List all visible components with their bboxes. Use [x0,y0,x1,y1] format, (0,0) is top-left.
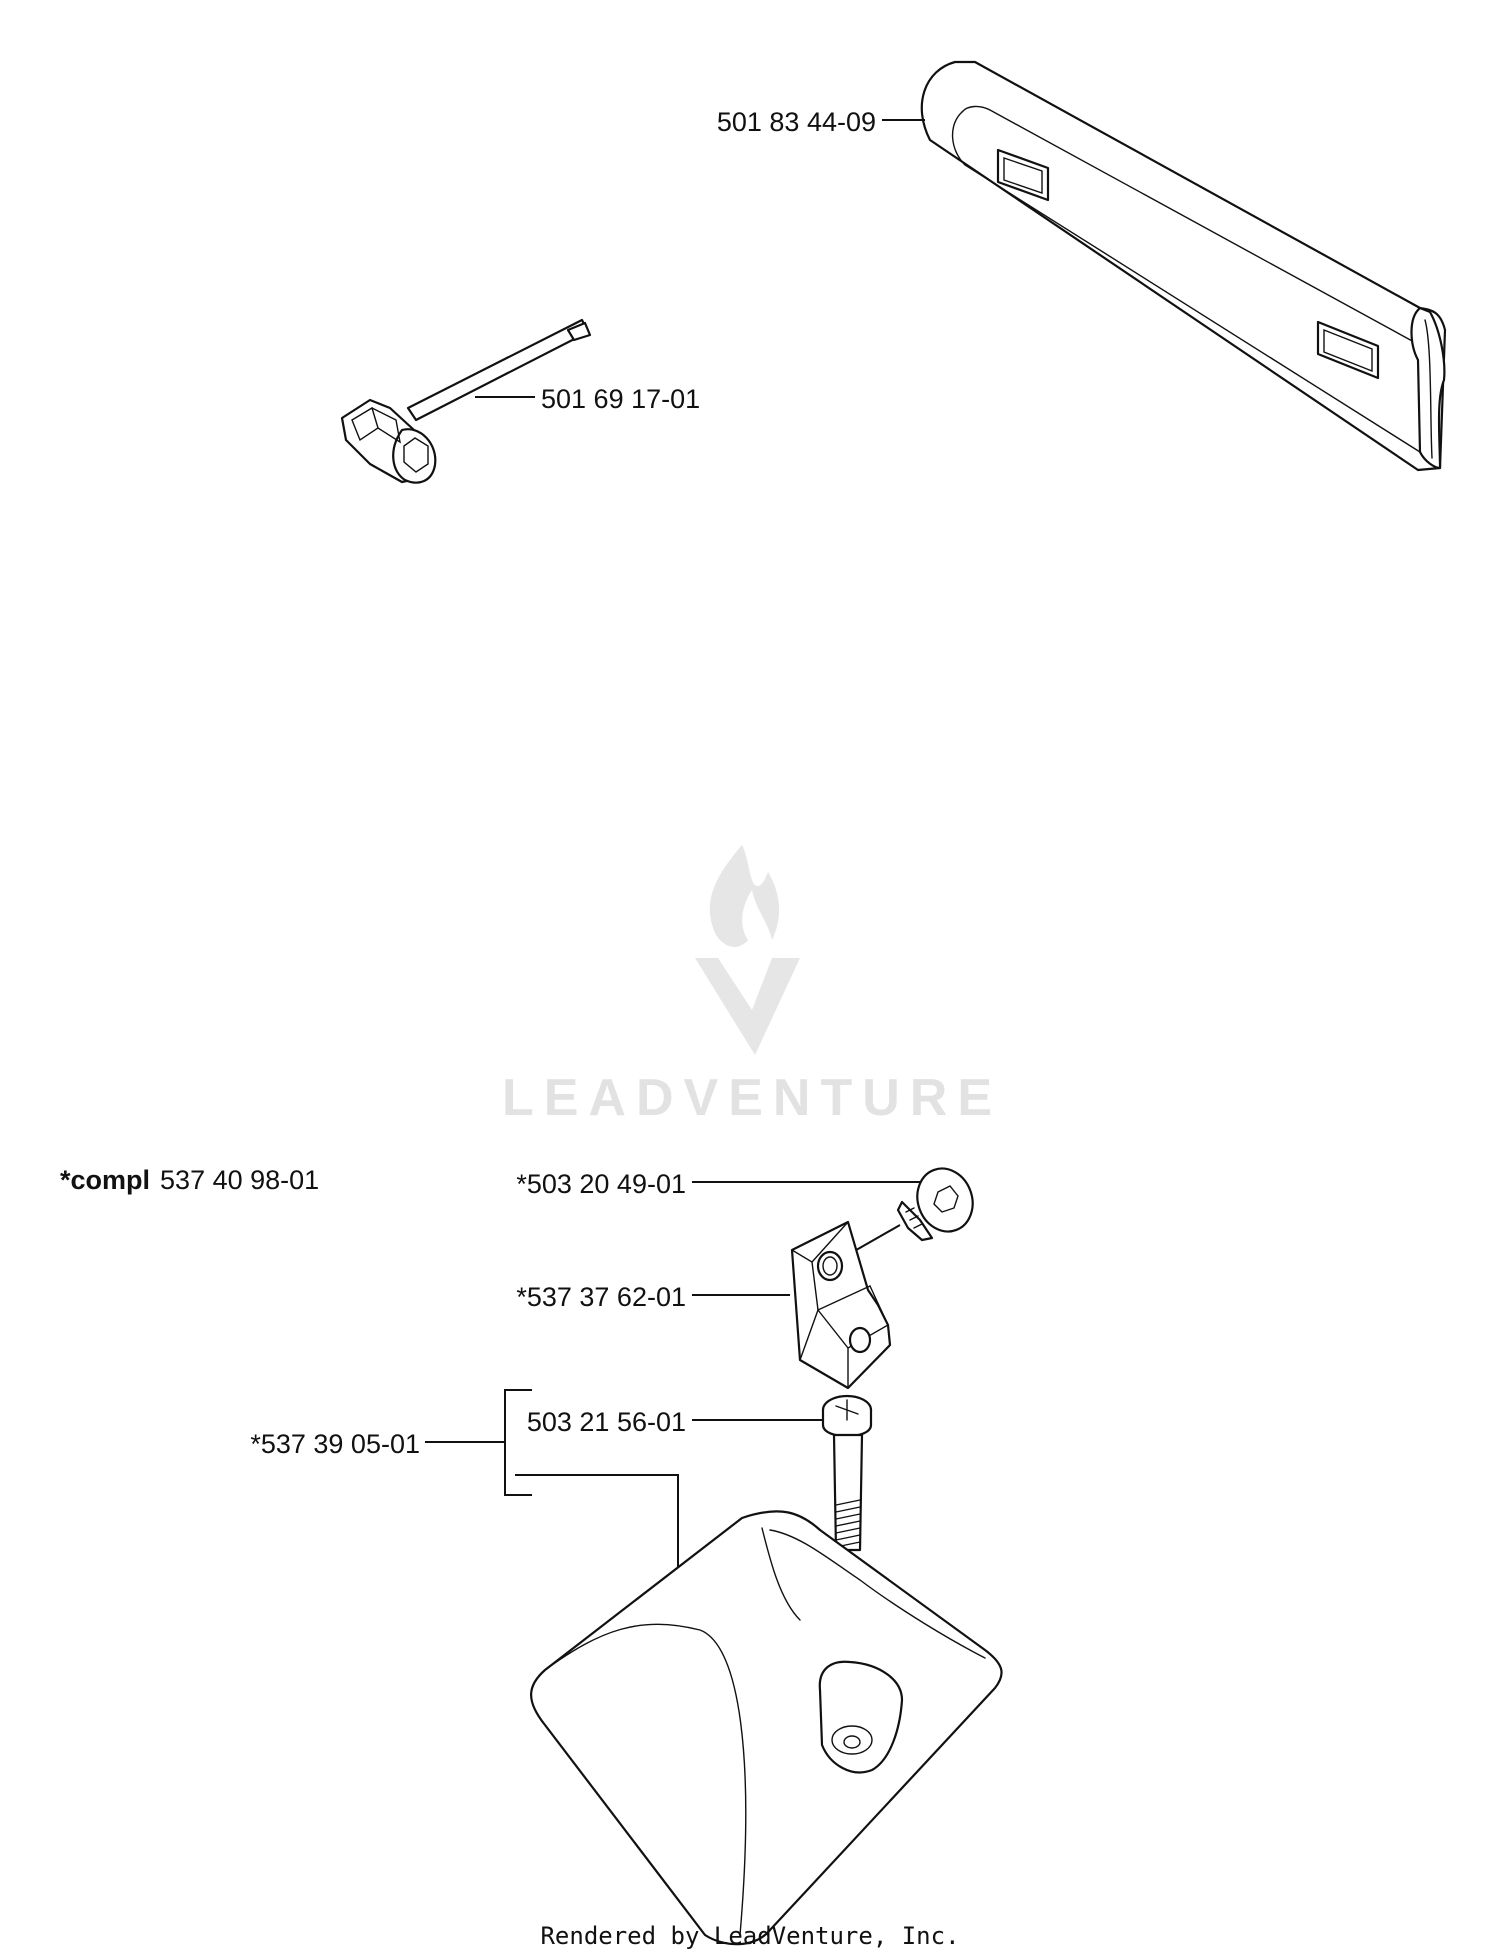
screw-long [821,1394,873,1753]
label-block: *537 37 62-01 [516,1282,686,1312]
flame-icon [709,845,780,947]
leader-base [515,1474,679,1570]
v-mark-icon [695,958,800,1055]
footer-credit: Rendered by LeadVenture, Inc. [540,1922,959,1950]
label-screw-top: *503 20 49-01 [516,1169,686,1199]
adjuster-block [790,1220,892,1390]
label-wrench: 501 69 17-01 [541,384,700,414]
label-screw-long: 503 21 56-01 [527,1407,686,1437]
kit-prefix: *compl [60,1165,150,1195]
screw-top [896,1167,974,1242]
kit-number: 537 40 98-01 [160,1165,319,1195]
assembly-bracket [504,1389,532,1496]
bar-cover [920,60,1447,472]
kit-title: *compl 537 40 98-01 [60,1165,319,1195]
watermark-logo: LEADVENTURE [502,845,1002,1127]
label-bar-cover: 501 83 44-09 [717,107,876,137]
watermark-text: LEADVENTURE [502,1069,1002,1127]
combination-wrench [340,318,592,484]
base-bumper [530,1510,1003,1946]
label-assembly: *537 39 05-01 [250,1429,420,1459]
